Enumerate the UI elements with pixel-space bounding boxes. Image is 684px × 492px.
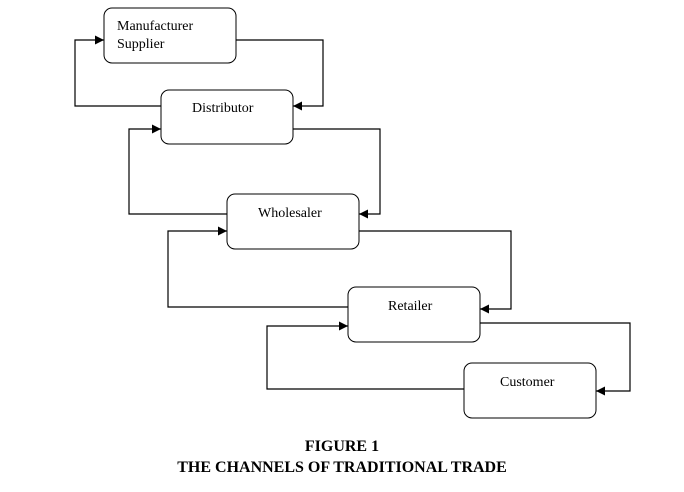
node-customer: Customer (463, 362, 597, 419)
node-retailer-label: Retailer (388, 299, 433, 314)
node-distributor: Distributor (160, 89, 294, 145)
node-customer-label: Customer (500, 375, 555, 390)
connector-wholesaler-to-retailer (359, 230, 512, 314)
node-wholesaler-label: Wholesaler (258, 206, 322, 221)
connectors (74, 35, 631, 396)
connector-distributor-to-wholesaler (293, 128, 381, 219)
node-wholesaler: Wholesaler (226, 193, 360, 250)
node-manufacturer-label-line-2: Supplier (117, 37, 165, 52)
figure-title: THE CHANNELS OF TRADITIONAL TRADE (177, 459, 507, 476)
connector-wholesaler-to-distributor (128, 124, 227, 215)
connector-retailer-to-wholesaler (167, 226, 348, 308)
node-retailer: Retailer (347, 286, 481, 343)
connector-distributor-to-manufacturer (74, 35, 161, 107)
connector-manufacturer-to-distributor (236, 39, 324, 111)
connector-retailer-to-customer (480, 322, 631, 396)
node-manufacturer-supplier: Manufacturer Supplier (103, 7, 237, 64)
node-manufacturer-label-line-1: Manufacturer (117, 19, 194, 34)
connector-customer-to-retailer (266, 321, 464, 390)
figure-number: FIGURE 1 (304, 438, 380, 455)
node-distributor-label: Distributor (192, 101, 254, 116)
